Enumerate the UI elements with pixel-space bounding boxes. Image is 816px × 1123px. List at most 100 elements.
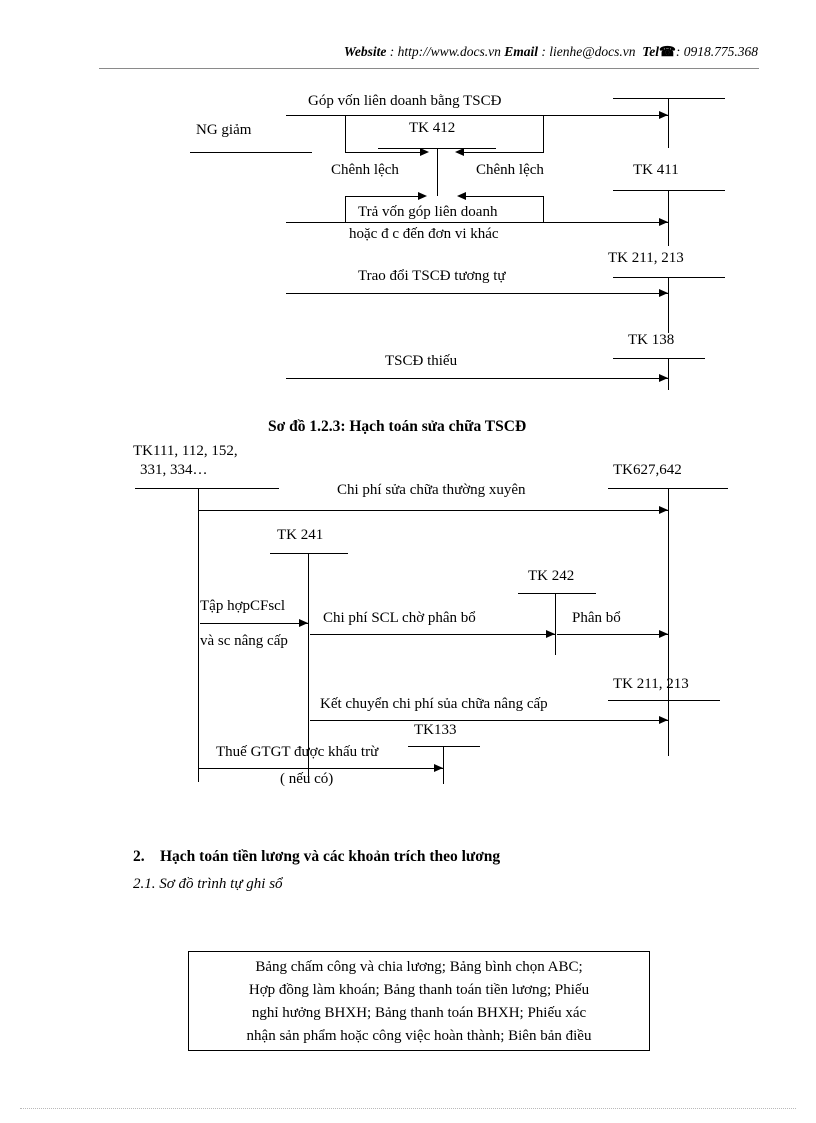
header-website-url: http://www.docs.vn [397, 44, 501, 59]
header-website-sep: : [386, 44, 398, 59]
tbar-tk111 [135, 488, 279, 489]
flowline-chi-phi-thuong-xuyen [198, 510, 668, 511]
arrowhead-trao-doi [659, 289, 668, 297]
flowline-ket-chuyen [310, 720, 668, 721]
header-email-sep: : [538, 44, 550, 59]
arrowhead-tra-von [659, 218, 668, 226]
vline-chenh-lech-left [345, 115, 346, 153]
label-trao-doi: Trao đổi TSCĐ tương tự [358, 268, 506, 284]
tbar-tk411 [613, 190, 725, 191]
vline-tk211-213-lower [668, 700, 669, 756]
vline-tk241 [308, 553, 309, 782]
vline-chenh-lech-right [543, 115, 544, 153]
tbar-tk133 [408, 746, 480, 747]
label-gop-von: Góp vốn liên doanh bằng TSCĐ [308, 93, 502, 109]
section2-number: 2. [133, 848, 145, 865]
chung-tu-line-1: Bảng chấm công và chia lương; Bảng bình … [255, 959, 583, 975]
header-tel-value: 0918.775.368 [683, 44, 758, 59]
tbar-tk411-upper [613, 98, 725, 99]
label-phan-bo: Phân bổ [572, 610, 621, 626]
vline-tk411-upper [668, 98, 669, 148]
arrowhead-ket-chuyen [659, 716, 668, 724]
flowline-chenh-lech-right [460, 152, 544, 153]
label-chi-phi-scl: Chi phí SCL chờ phân bổ [323, 610, 476, 626]
tbar-tk211-213 [613, 277, 725, 278]
chung-tu-line-2: Hợp đồng làm khoán; Bảng thanh toán tiền… [248, 982, 590, 998]
label-va-sc: và sc nâng cấp [200, 633, 288, 649]
vline-tk133 [443, 746, 444, 784]
vline-tk242 [555, 593, 556, 655]
flowline-phan-bo [557, 634, 668, 635]
label-tk242: TK 242 [528, 568, 575, 584]
arrowhead-chenh-lech-left [420, 148, 429, 156]
flowline-chenh-lech-left [345, 152, 423, 153]
chung-tu-line-4: nhận sản phẩm hoặc công việc hoàn thành;… [246, 1028, 592, 1044]
chung-tu-box: Bảng chấm công và chia lương; Bảng bình … [188, 951, 650, 1051]
vline-tk111 [198, 488, 199, 782]
diagram2-title: Sơ đồ 1.2.3: Hạch toán sửa chữa TSCĐ [268, 418, 527, 435]
vline-tra-von-right [543, 196, 544, 222]
label-ket-chuyen: Kết chuyển chi phí sủa chữa nâng cấp [320, 696, 548, 712]
label-tk627-642: TK627,642 [613, 462, 682, 478]
label-tk412: TK 412 [409, 120, 456, 136]
tbar-tk211-213-lower [608, 700, 720, 701]
label-tscd-thieu: TSCĐ thiếu [385, 353, 458, 369]
chung-tu-line-3: nghỉ hưởng BHXH; Bảng thanh toán BHXH; P… [251, 1005, 587, 1021]
vline-tk412 [437, 148, 438, 196]
label-tk138: TK 138 [628, 332, 675, 348]
label-tap-hop: Tập hợpCFscl [200, 598, 286, 614]
flowline-tra-von [286, 222, 668, 223]
label-tk111-line2: 331, 334… [140, 462, 208, 478]
tbar-tk138 [613, 358, 705, 359]
label-chi-phi-thuong-xuyen: Chi phí sửa chữa thường xuyên [337, 482, 526, 498]
flowline-tra-von-top-right [462, 196, 544, 197]
header-divider [99, 68, 759, 69]
flowline-chi-phi-scl [310, 634, 555, 635]
label-thue-gtgt: Thuế GTGT được khấu trừ [216, 744, 379, 760]
label-tk411: TK 411 [633, 162, 679, 178]
header-tel-label: Tel [642, 44, 660, 59]
vline-tk138 [668, 358, 669, 390]
vline-tk411 [668, 190, 669, 246]
page-header: Website : http://www.docs.vn Email : lie… [0, 44, 816, 60]
vline-tra-von-left [345, 196, 346, 222]
arrowhead-tscd-thieu [659, 374, 668, 382]
label-tk211-213: TK 211, 213 [608, 250, 684, 266]
arrowhead-chi-phi-scl [546, 630, 555, 638]
label-hoac-dc: hoặc đ c đến đơn vi khác [349, 226, 499, 242]
arrowhead-tra-von-left [418, 192, 427, 200]
flowline-trao-doi [286, 293, 668, 294]
label-ng-giam: NG giảm [196, 122, 252, 138]
header-website-label: Website [343, 44, 387, 59]
arrowhead-chenh-lech-right [455, 148, 464, 156]
header-email-value: lienhe@docs.vn [549, 44, 636, 59]
telephone-icon: ☎ [659, 44, 676, 59]
flowline-thue-gtgt [198, 768, 443, 769]
label-neu-co: ( nếu có) [280, 771, 334, 787]
label-chenh-lech-left: Chênh lệch [331, 162, 399, 178]
flowline-tra-von-top-left [345, 196, 421, 197]
arrowhead-thue-gtgt [434, 764, 443, 772]
vline-tk627-642 [668, 488, 669, 722]
arrowhead-tra-von-right [457, 192, 466, 200]
vline-tk211-213 [668, 277, 669, 333]
header-email-label: Email [504, 44, 539, 59]
flowline-gop-von [286, 115, 668, 116]
flowline-tap-hop [200, 623, 308, 624]
label-tk133: TK133 [414, 722, 457, 738]
section2-title: Hạch toán tiền lương và các khoản trích … [160, 848, 501, 865]
section2-subtitle: 2.1. Sơ đồ trình tự ghi sổ [133, 876, 283, 892]
tbar-tk241 [270, 553, 348, 554]
label-tk241: TK 241 [277, 527, 324, 543]
header-tel-sep: : [675, 44, 684, 59]
arrowhead-gop-von [659, 111, 668, 119]
tbar-tk242 [518, 593, 596, 594]
arrowhead-tap-hop [299, 619, 308, 627]
label-tk111-line1: TK111, 112, 152, [133, 443, 238, 459]
arrowhead-phan-bo [659, 630, 668, 638]
flowline-tscd-thieu [286, 378, 668, 379]
arrowhead-chi-phi-thuong-xuyen [659, 506, 668, 514]
footer-divider [20, 1108, 796, 1109]
label-tra-von: Trả vốn góp liên doanh [358, 204, 498, 220]
